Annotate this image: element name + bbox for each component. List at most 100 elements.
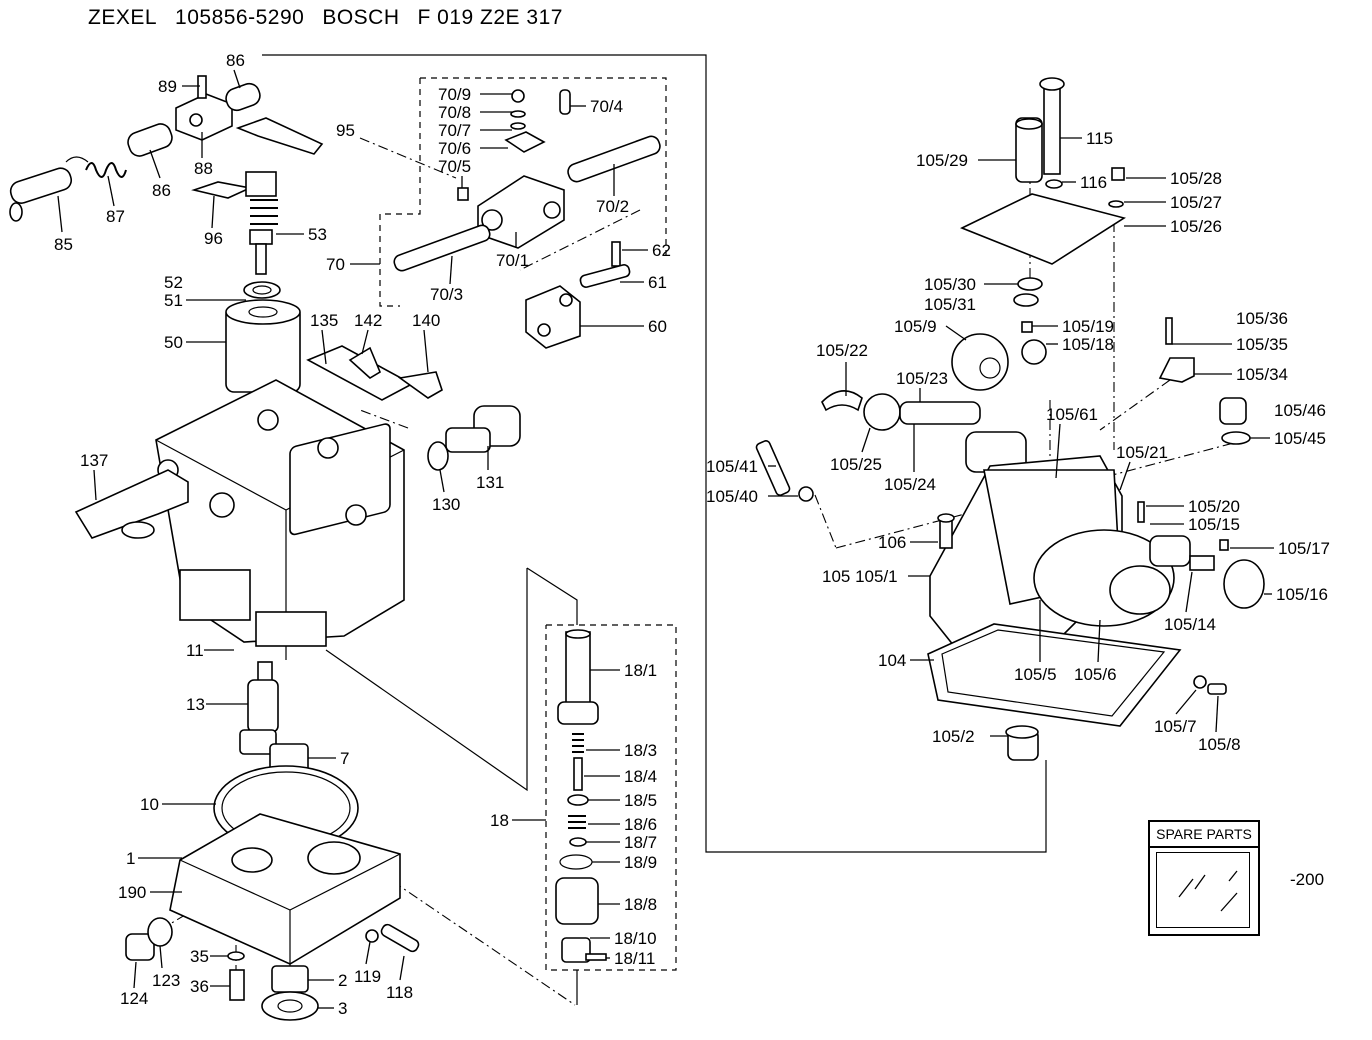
- callout-60: 60: [648, 317, 667, 336]
- callout-36: 36: [190, 977, 209, 996]
- callout-50: 50: [164, 333, 183, 352]
- callout-124: 124: [120, 989, 148, 1008]
- callout-105-2: 105/2: [932, 727, 975, 746]
- control-lever-assembly: [393, 89, 661, 349]
- diagram-header: ZEXEL 105856-5290 BOSCH F 019 Z2E 317: [88, 6, 581, 30]
- callout-86-upper: 86: [226, 51, 245, 70]
- callout-106: 106: [878, 533, 906, 552]
- callout-96: 96: [204, 229, 223, 248]
- callout-70: 70: [326, 255, 345, 274]
- callout-52: 52: [164, 273, 183, 292]
- assembly-connection-lines: [159, 54, 1246, 1006]
- callout-18: 18: [490, 811, 509, 830]
- callout-51: 51: [164, 291, 183, 310]
- callout-87: 87: [106, 207, 125, 226]
- callout-13: 13: [186, 695, 205, 714]
- callout-105-26: 105/26: [1170, 217, 1222, 236]
- callout-105-15: 105/15: [1188, 515, 1240, 534]
- spare-parts-title: SPARE PARTS: [1150, 822, 1258, 848]
- callout-105-22: 105/22: [816, 341, 868, 360]
- callout-62: 62: [652, 241, 671, 260]
- callout-105-46: 105/46: [1274, 401, 1326, 420]
- callout-labels: 89 86 95 88 86 87 85 96 53 52 51 50 135 …: [54, 51, 1330, 1018]
- header-zexel-part-number: 105856-5290: [175, 6, 305, 29]
- header-brand-bosch: BOSCH: [322, 6, 400, 29]
- callout-105-45: 105/45: [1274, 429, 1326, 448]
- header-brand-zexel: ZEXEL: [88, 6, 158, 29]
- callout-116: 116: [1080, 173, 1107, 192]
- callout-10: 10: [140, 795, 159, 814]
- callout-105-16: 105/16: [1276, 585, 1328, 604]
- glass-sheet-icon: [1178, 870, 1238, 912]
- governor-linkage-parts: [9, 75, 324, 299]
- callout-105-18: 105/18: [1062, 335, 1114, 354]
- callout-135: 135: [310, 311, 338, 330]
- callout-131: 131: [476, 473, 504, 492]
- callout-18-10: 18/10: [614, 929, 657, 948]
- callout-18-11: 18/11: [614, 949, 655, 968]
- callout-88: 88: [194, 159, 213, 178]
- callout-95: 95: [336, 121, 355, 140]
- spare-parts-sheet-icon: [1156, 852, 1250, 928]
- callout-105-40: 105/40: [706, 487, 758, 506]
- callout-70-8: 70/8: [438, 103, 471, 122]
- callout-85: 85: [54, 235, 73, 254]
- callout-119: 119: [354, 967, 381, 986]
- callout-2: 2: [338, 971, 347, 990]
- callout-105-27: 105/27: [1170, 193, 1222, 212]
- callout-105-8: 105/8: [1198, 735, 1241, 754]
- callout-70-9: 70/9: [438, 85, 471, 104]
- callout-105-41: 105/41: [706, 457, 758, 476]
- valve-stack: [555, 629, 607, 963]
- callout-105-30: 105/30: [924, 275, 976, 294]
- right-gearbox-assembly: [755, 77, 1265, 761]
- callout-18-3: 18/3: [624, 741, 657, 760]
- callout-105-1: 105 105/1: [822, 567, 898, 586]
- callout-137: 137: [80, 451, 108, 470]
- callout-105-23: 105/23: [896, 369, 948, 388]
- callout-18-7: 18/7: [624, 833, 657, 852]
- callout-105-61: 105/61: [1046, 405, 1098, 424]
- callout-104: 104: [878, 651, 906, 670]
- spare-parts-reference: -200: [1290, 870, 1325, 889]
- callout-105-6: 105/6: [1074, 665, 1117, 684]
- callout-105-17: 105/17: [1278, 539, 1330, 558]
- callout-3: 3: [338, 999, 347, 1018]
- callout-70-4: 70/4: [590, 97, 623, 116]
- callout-118: 118: [386, 983, 413, 1002]
- callout-18-8: 18/8: [624, 895, 657, 914]
- callout-86-lower: 86: [152, 181, 171, 200]
- callout-11: 11: [186, 641, 204, 660]
- callout-70-5: 70/5: [438, 157, 471, 176]
- callout-18-4: 18/4: [624, 767, 657, 786]
- governor-housing: [74, 299, 521, 660]
- callout-7: 7: [340, 749, 349, 768]
- callout-105-31: 105/31: [924, 295, 976, 314]
- callout-89: 89: [158, 77, 177, 96]
- callout-105-14: 105/14: [1164, 615, 1216, 634]
- header-bosch-part-number: F 019 Z2E 317: [417, 6, 563, 29]
- callout-105-21: 105/21: [1116, 443, 1168, 462]
- callout-1: 1: [126, 849, 135, 868]
- callout-35: 35: [190, 947, 209, 966]
- callout-61: 61: [648, 273, 667, 292]
- callout-130: 130: [432, 495, 460, 514]
- callout-105-25: 105/25: [830, 455, 882, 474]
- callout-70-6: 70/6: [438, 139, 471, 158]
- callout-105-5: 105/5: [1014, 665, 1057, 684]
- callout-70-1: 70/1: [496, 251, 529, 270]
- callout-190: 190: [118, 883, 146, 902]
- callout-18-6: 18/6: [624, 815, 657, 834]
- callout-140: 140: [412, 311, 440, 330]
- callout-70-7: 70/7: [438, 121, 471, 140]
- spare-parts-box: SPARE PARTS: [1148, 820, 1260, 936]
- callout-105-36: 105/36: [1236, 309, 1288, 328]
- callout-105-34: 105/34: [1236, 365, 1288, 384]
- callout-105-24: 105/24: [884, 475, 936, 494]
- callout-18-5: 18/5: [624, 791, 657, 810]
- callout-105-28: 105/28: [1170, 169, 1222, 188]
- callout-142: 142: [354, 311, 382, 330]
- callout-105-29: 105/29: [916, 151, 968, 170]
- callout-18-9: 18/9: [624, 853, 657, 872]
